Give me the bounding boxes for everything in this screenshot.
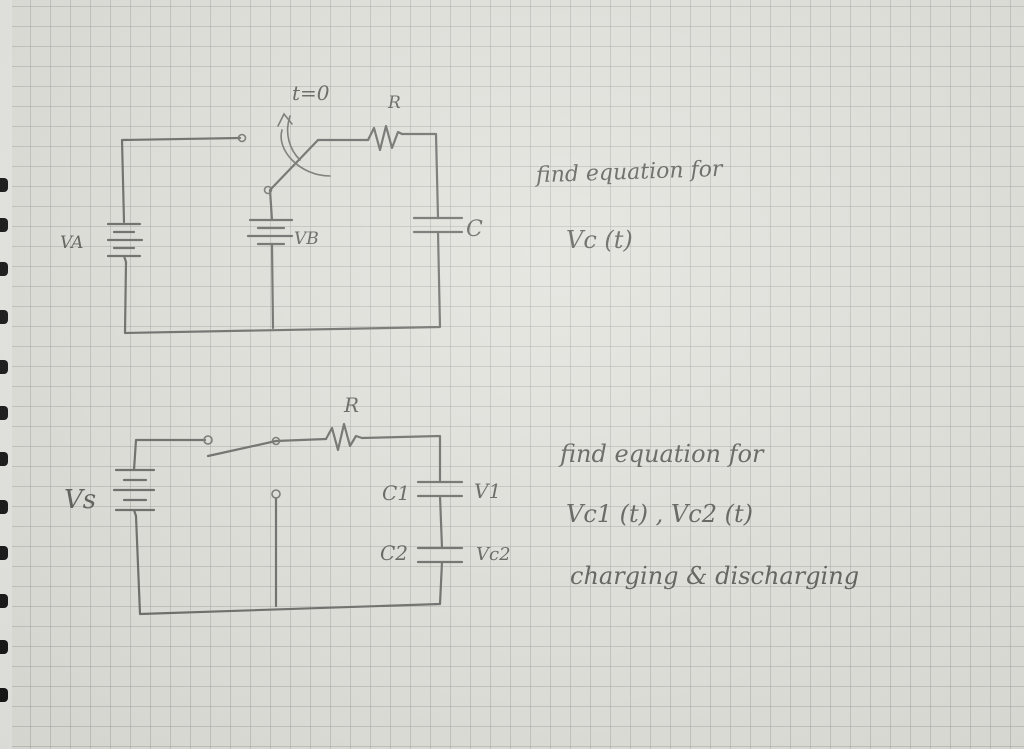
c2-wire-battery-bottom [134, 514, 442, 616]
c2-battery [112, 468, 156, 518]
note-2-line-3: charging & discharging [570, 562, 860, 590]
c1-switch-motion [286, 115, 301, 161]
c2-wire-top-left [132, 438, 207, 472]
c2-wire-between-caps [438, 494, 444, 550]
binding-hole [0, 310, 8, 324]
c1-wire-left-bottom [123, 230, 442, 335]
c1-label-c: C [466, 217, 483, 242]
c2-wire-cap2-bottom [438, 560, 444, 606]
c1-resistor [366, 124, 404, 152]
c2-resistor [324, 422, 442, 484]
c1-wire-right-top [400, 132, 440, 220]
c2-label-c2: C2 [380, 541, 408, 565]
c1-battery-a [106, 222, 144, 264]
binding-hole [0, 262, 8, 276]
c1-wire-vb-branch [268, 188, 275, 330]
c1-wire-top-left [120, 136, 242, 224]
c2-switch-blade [206, 439, 278, 458]
c2-label-v2: Vc2 [476, 544, 511, 565]
c2-switch-contact [203, 435, 213, 445]
c2-switch-contact-b [271, 489, 281, 499]
c1-label-vb: VB [294, 229, 319, 249]
note-2-line-1: find equation for [560, 440, 764, 468]
binding-hole [0, 500, 8, 514]
c1-label-va: VA [60, 233, 83, 253]
c1-label-r: R [387, 93, 401, 113]
note-2-line-2: Vc1 (t) , Vc2 (t) [566, 500, 753, 528]
circuit-1: t=0 R VA VB C [60, 81, 483, 335]
binding-hole [0, 688, 8, 702]
binding-hole [0, 178, 8, 192]
c2-capacitor-1 [416, 480, 464, 498]
c2-capacitor-2 [416, 546, 464, 564]
c2-label-c1: C1 [382, 481, 410, 505]
c2-wire-pivot-to-resistor [274, 437, 328, 443]
note-1-line-2: Vc (t) [566, 226, 633, 254]
circuit-2: R Vs C1 C2 V1 Vc2 [64, 393, 511, 616]
c1-switch-arc [280, 129, 331, 177]
c2-label-v1: V1 [474, 479, 501, 503]
binding-hole [0, 218, 8, 232]
c1-capacitor [412, 216, 464, 234]
c1-label-t0: t=0 [292, 81, 330, 105]
c1-switch-blade [268, 138, 320, 192]
c1-switch-contact-a [237, 133, 247, 143]
binding-hole [0, 640, 8, 654]
binding-hole [0, 594, 8, 608]
binding-hole [0, 452, 8, 466]
c2-label-vs: Vs [64, 485, 96, 515]
c1-battery-b [246, 218, 294, 246]
c2-label-r: R [343, 393, 359, 417]
binding-hole [0, 360, 8, 374]
binding-hole [0, 406, 8, 420]
binding-hole [0, 546, 8, 560]
